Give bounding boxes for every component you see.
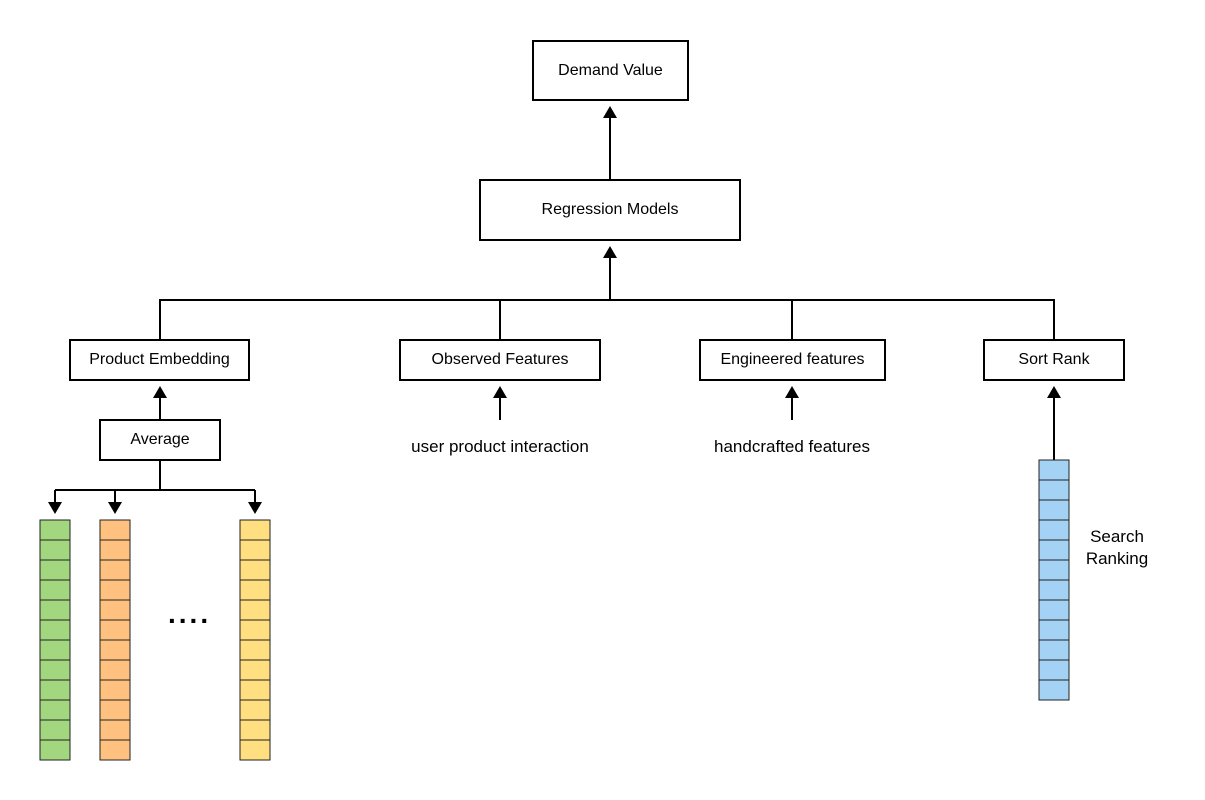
search-ranking-line-1: Search xyxy=(1090,527,1144,546)
product-embedding-box: Product Embedding xyxy=(69,339,250,381)
green-vector-cell xyxy=(39,539,71,561)
yellow-vector-cell xyxy=(239,559,271,581)
regression-models-box: Regression Models xyxy=(479,179,741,241)
engineered-features-box: Engineered features xyxy=(699,339,886,381)
orange-vector-cell xyxy=(99,739,131,761)
blue-vector-cell xyxy=(1038,499,1070,521)
demand-value-box: Demand Value xyxy=(532,40,689,101)
observed-features-box: Observed Features xyxy=(399,339,601,381)
green-vector-cell xyxy=(39,699,71,721)
orange-vector-cell xyxy=(99,579,131,601)
blue-vector-cell xyxy=(1038,599,1070,621)
yellow-vector-cell xyxy=(239,679,271,701)
blue-vector-cell xyxy=(1038,459,1070,481)
yellow-vector-cell xyxy=(239,719,271,741)
green-vector-cell xyxy=(39,639,71,661)
handcrafted-features-label: handcrafted features xyxy=(714,437,870,456)
embedding-vectors xyxy=(39,459,1070,761)
yellow-vector-cell xyxy=(239,639,271,661)
orange-vector-cell xyxy=(99,619,131,641)
yellow-vector-cell xyxy=(239,699,271,721)
blue-vector-cell xyxy=(1038,559,1070,581)
regression-models-label: Regression Models xyxy=(541,201,679,218)
orange-vector xyxy=(99,519,131,761)
green-vector-cell xyxy=(39,719,71,741)
green-vector xyxy=(39,519,71,761)
demand-value-label: Demand Value xyxy=(558,61,663,79)
yellow-vector-cell xyxy=(239,579,271,601)
green-vector-cell xyxy=(39,599,71,621)
yellow-vector xyxy=(239,519,271,761)
green-vector-cell xyxy=(39,739,71,761)
user-product-interaction-label: user product interaction xyxy=(411,437,589,456)
blue-vector-cell xyxy=(1038,479,1070,501)
engineered-features-label: Engineered features xyxy=(720,351,865,368)
product-embedding-label: Product Embedding xyxy=(89,351,230,368)
orange-vector-cell xyxy=(99,679,131,701)
orange-vector-cell xyxy=(99,599,131,621)
orange-vector-cell xyxy=(99,719,131,741)
yellow-vector-cell xyxy=(239,599,271,621)
green-vector-cell xyxy=(39,659,71,681)
orange-vector-cell xyxy=(99,639,131,661)
yellow-vector-cell xyxy=(239,739,271,761)
search-ranking-line-2: Ranking xyxy=(1085,549,1149,568)
yellow-vector-cell xyxy=(239,619,271,641)
orange-vector-cell xyxy=(99,559,131,581)
average-box: Average xyxy=(99,419,221,461)
green-vector-cell xyxy=(39,679,71,701)
green-vector-cell xyxy=(39,519,71,541)
blue-vector-cell xyxy=(1038,519,1070,541)
blue-vector-cell xyxy=(1038,619,1070,641)
yellow-vector-cell xyxy=(239,519,271,541)
average-label: Average xyxy=(130,431,190,448)
observed-features-label: Observed Features xyxy=(431,351,569,368)
orange-vector-cell xyxy=(99,519,131,541)
sort-rank-label: Sort Rank xyxy=(1018,351,1090,368)
vector-ellipsis: .... xyxy=(168,598,212,629)
orange-vector-cell xyxy=(99,539,131,561)
green-vector-cell xyxy=(39,619,71,641)
feature-bus-line xyxy=(159,299,1055,340)
blue-vector-cell xyxy=(1038,539,1070,561)
blue-vector xyxy=(1038,459,1070,701)
orange-vector-cell xyxy=(99,659,131,681)
yellow-vector-cell xyxy=(239,659,271,681)
yellow-vector-cell xyxy=(239,539,271,561)
search-ranking-label: Search Ranking xyxy=(1072,526,1162,570)
blue-vector-cell xyxy=(1038,639,1070,661)
blue-vector-cell xyxy=(1038,659,1070,681)
sort-rank-box: Sort Rank xyxy=(983,339,1125,381)
blue-vector-cell xyxy=(1038,579,1070,601)
orange-vector-cell xyxy=(99,699,131,721)
green-vector-cell xyxy=(39,559,71,581)
blue-vector-cell xyxy=(1038,679,1070,701)
green-vector-cell xyxy=(39,579,71,601)
